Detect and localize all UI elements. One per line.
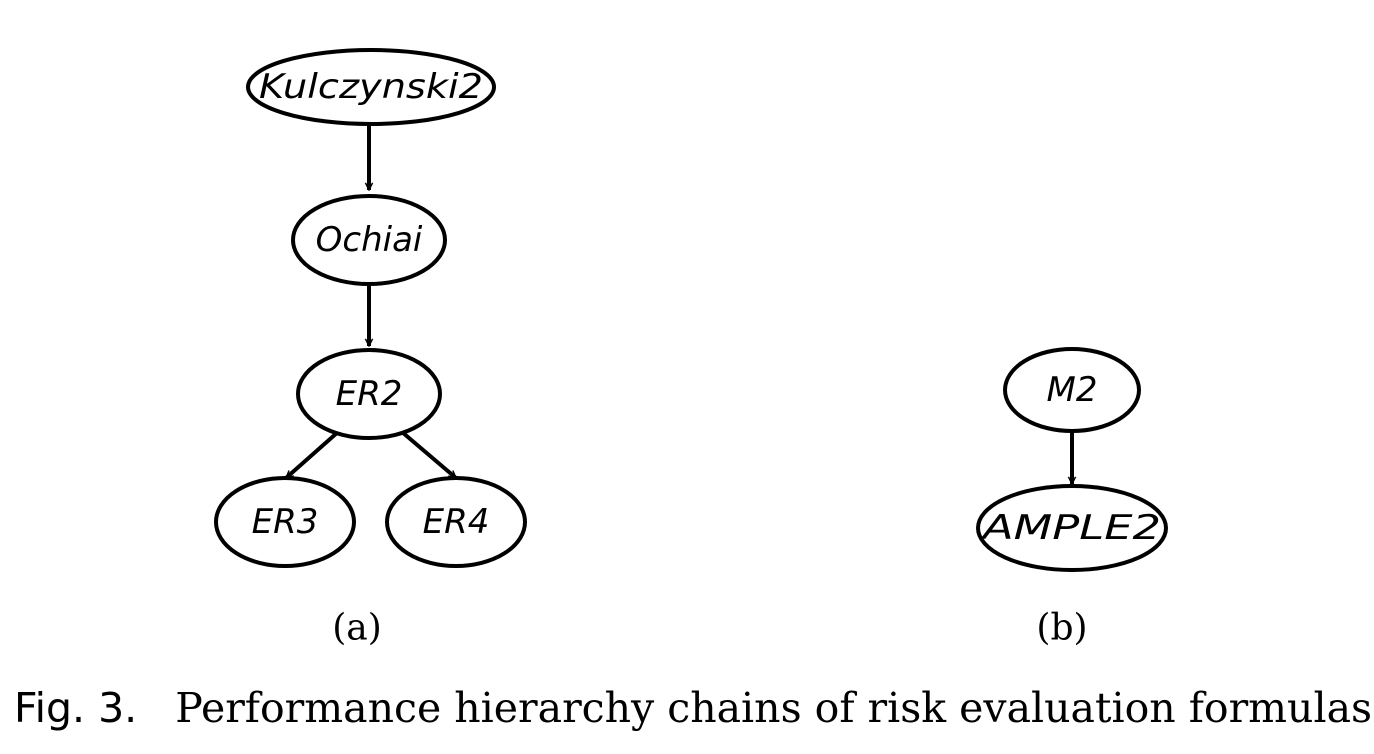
node-label: ER4 — [423, 502, 490, 542]
node-er3: ER3 — [214, 476, 356, 568]
graph-a-edges — [284, 122, 458, 480]
figure-caption-label: Fig. 3. — [14, 684, 138, 732]
node-ample2: AMPLE2 — [976, 484, 1168, 572]
node-ochiai: Ochiai — [291, 194, 447, 286]
node-er4: ER4 — [385, 476, 527, 568]
figure-caption-text: Performance hierarchy chains of risk eva… — [175, 684, 1374, 732]
node-label: AMPLE2 — [980, 508, 1161, 548]
edge-er2-to-er4 — [400, 430, 458, 480]
node-label: Ochiai — [316, 220, 423, 260]
node-label: ER3 — [252, 502, 319, 542]
node-er2: ER2 — [296, 348, 442, 440]
subcaption-a: (a) — [332, 608, 382, 649]
node-label: Kulczynski2 — [259, 67, 483, 107]
subcaption-b: (b) — [1036, 608, 1087, 649]
node-kulczynski2: Kulczynski2 — [246, 48, 496, 126]
node-m2: M2 — [1003, 347, 1141, 433]
node-label: M2 — [1047, 370, 1098, 410]
figure-caption: Fig. 3.Performance hierarchy chains of r… — [14, 688, 1374, 729]
edge-er2-to-er3 — [284, 430, 340, 480]
node-label: ER2 — [336, 374, 403, 414]
hierarchy-diagram: Kulczynski2 Ochiai ER2 ER3 ER4 (a) M2 AM… — [214, 48, 1168, 649]
